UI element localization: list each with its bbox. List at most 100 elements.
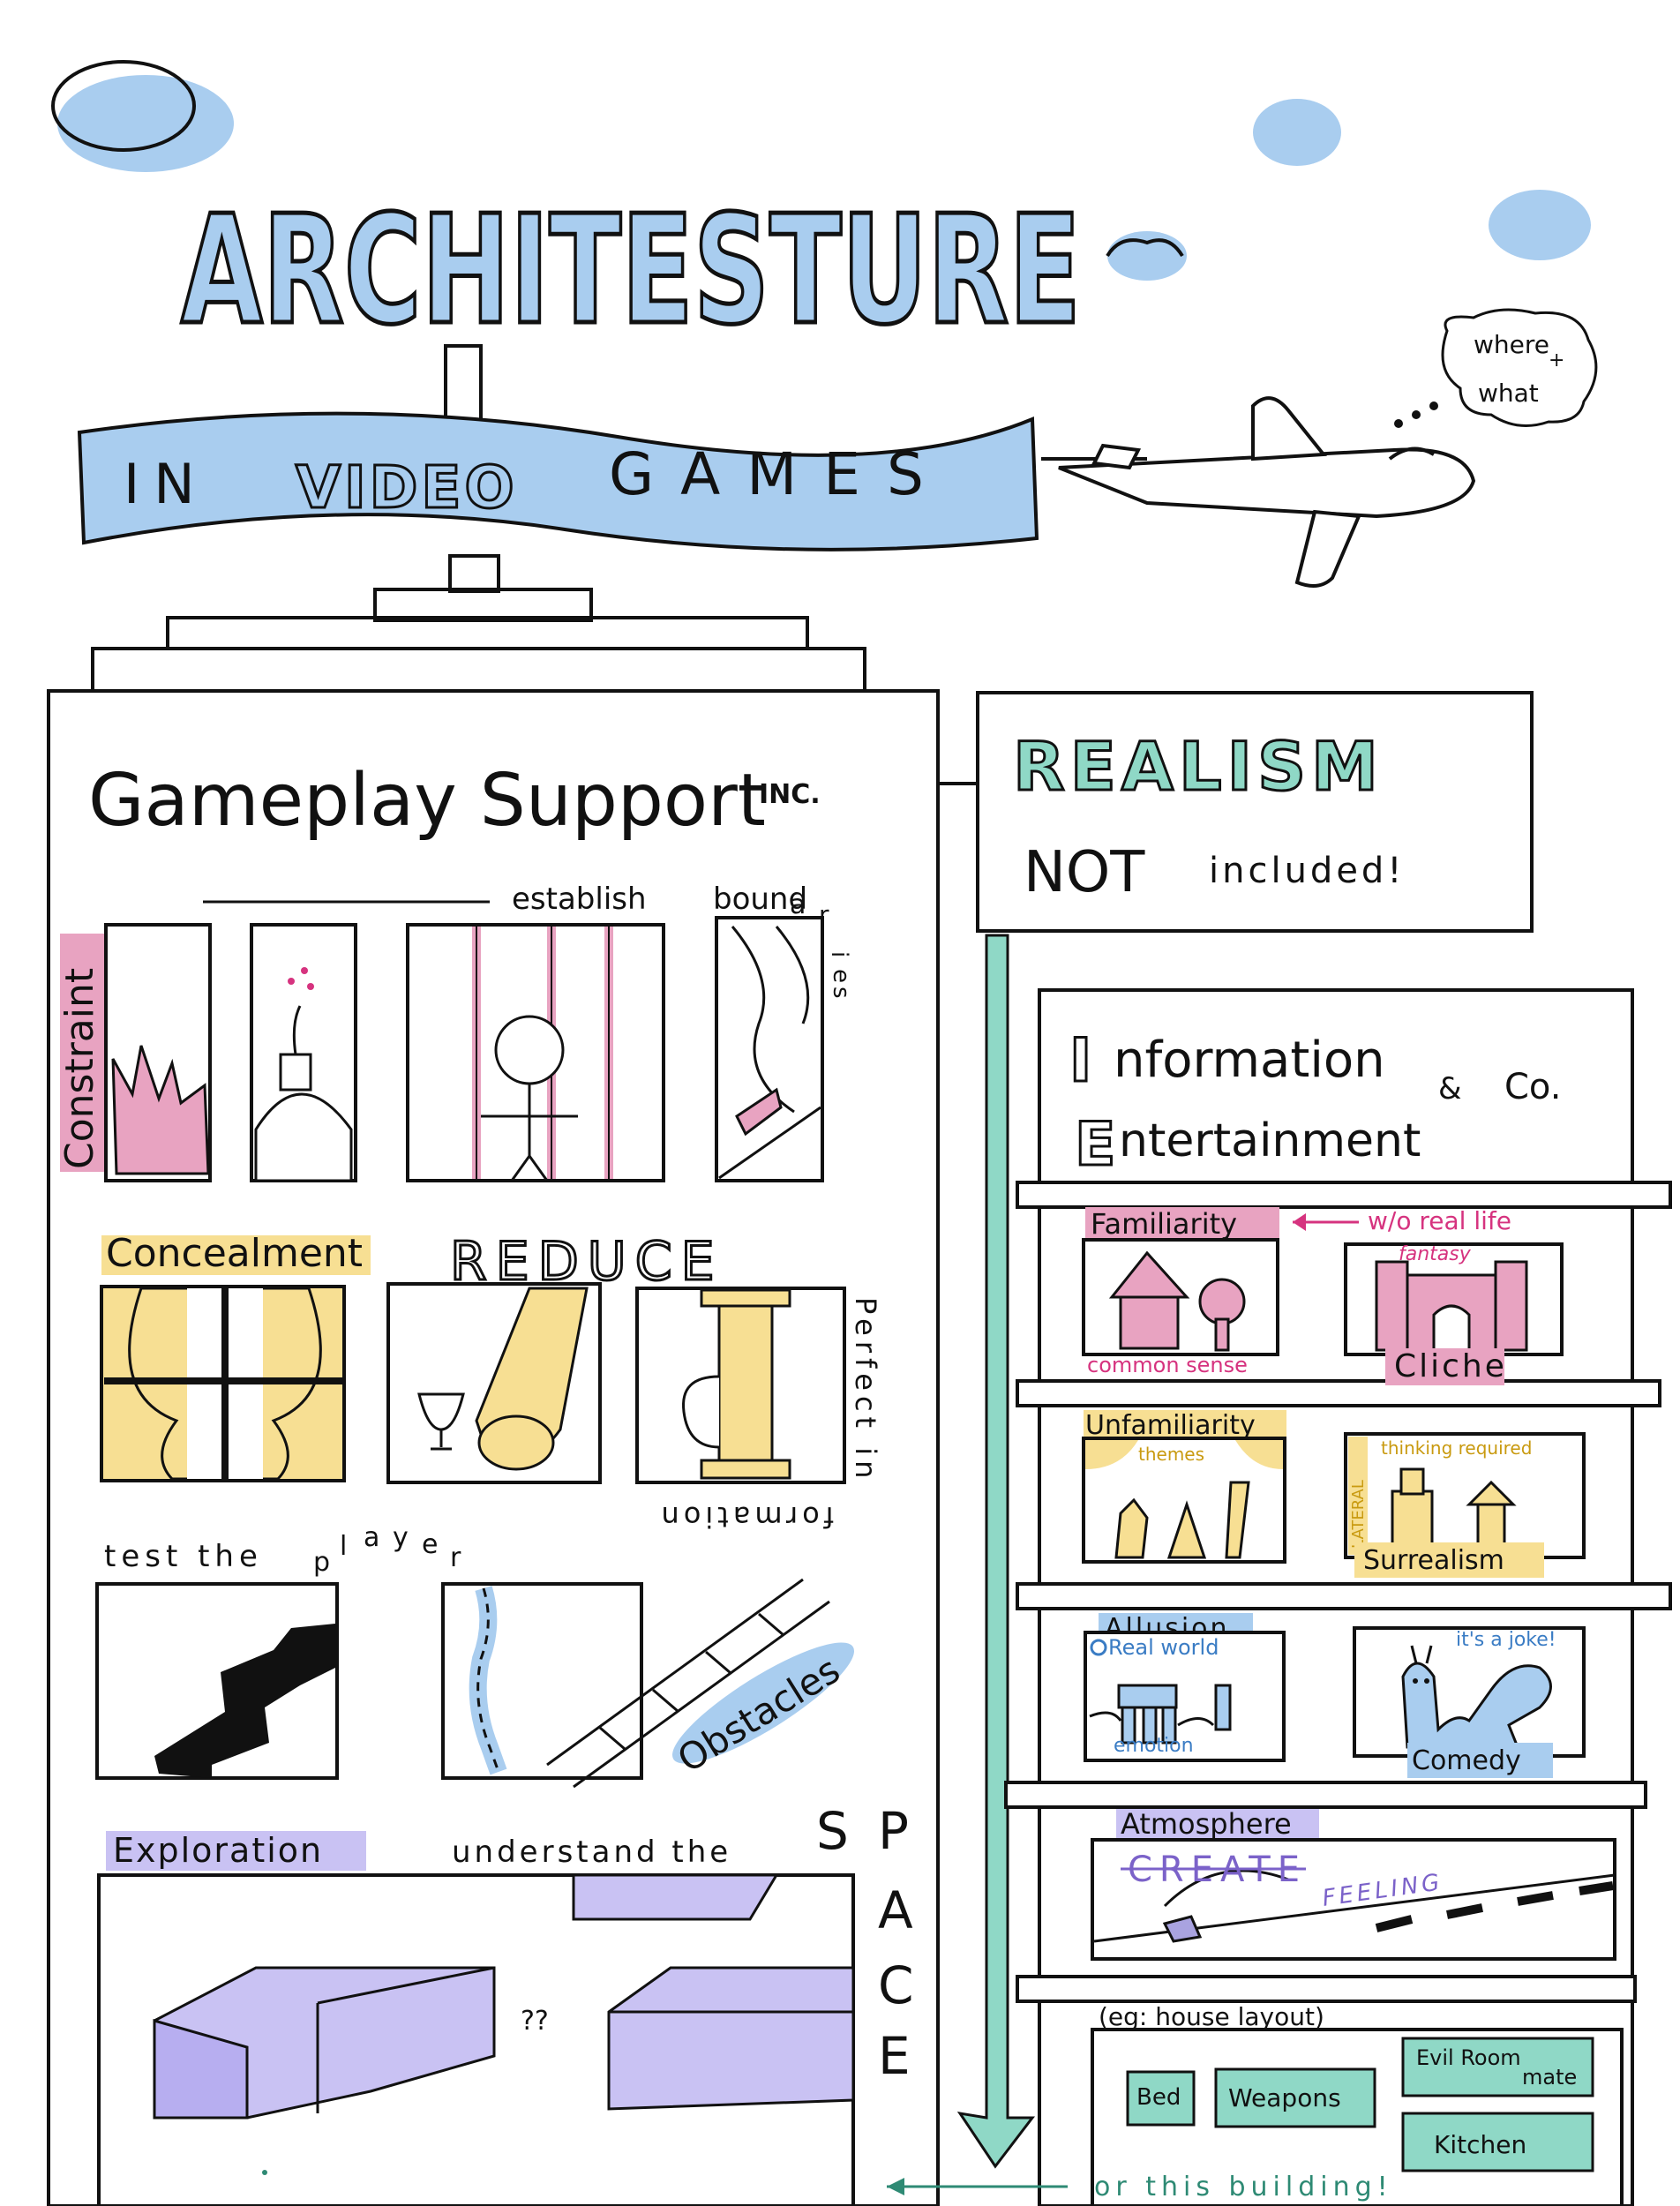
common-sense-text: common sense	[1087, 1353, 1248, 1377]
surrealism-highlight	[1354, 1542, 1544, 1578]
airplane-icon	[1058, 396, 1476, 588]
thought-plus: +	[1549, 349, 1564, 371]
cliche-label: Cliche	[1394, 1348, 1507, 1384]
boundaries-s: s	[828, 987, 854, 999]
player-p: p	[313, 1547, 330, 1578]
familiarity-arrowhead	[1293, 1213, 1306, 1231]
stray-dot	[262, 2170, 267, 2175]
main-title: ARCHITESTURE	[181, 184, 1081, 358]
window-real-world	[1084, 1631, 1286, 1762]
window-spotlight	[386, 1282, 602, 1484]
room-kitchen: Kitchen	[1434, 2130, 1526, 2159]
concealment-highlight	[101, 1235, 371, 1275]
player-a: a	[364, 1522, 379, 1553]
banner-games-text: GAMES	[609, 440, 950, 508]
test-the-text: test the	[104, 1539, 263, 1574]
building-roof	[91, 554, 866, 693]
video-games-banner	[77, 411, 1039, 552]
comedy-highlight	[1407, 1743, 1553, 1778]
player-e: e	[422, 1529, 438, 1560]
emotion-text: emotion	[1114, 1735, 1194, 1757]
lateral-text: LATERAL	[1349, 1480, 1368, 1549]
and-co-text: Co.	[1504, 1067, 1561, 1107]
player-r: r	[450, 1542, 461, 1573]
fantasy-text: fantasy	[1399, 1243, 1472, 1265]
obstacles-highlight	[671, 1642, 855, 1764]
understand-text: understand the	[452, 1835, 731, 1870]
room-evil-room: Evil Room	[1416, 2045, 1521, 2070]
boundaries-i: i	[826, 951, 852, 957]
unfamiliarity-label: Unfamiliarity	[1085, 1410, 1256, 1441]
room-weapons: Weapons	[1228, 2083, 1341, 2112]
thought-where: where	[1474, 330, 1549, 359]
exploration-highlight	[106, 1831, 366, 1871]
realism-not: NOT	[1024, 840, 1145, 905]
entertainment-rest: ntertainment	[1119, 1114, 1421, 1167]
window-black-path	[95, 1582, 339, 1780]
cloud-top-right-icon	[1253, 99, 1341, 166]
thought-dots	[1394, 401, 1438, 428]
window-ladder	[441, 1582, 643, 1780]
cloud-right-icon	[1489, 190, 1591, 260]
window-blocks	[97, 1873, 855, 2206]
house-layout-plan	[1091, 2028, 1624, 2206]
space-s: S	[816, 1801, 849, 1861]
exploration-label: Exploration	[113, 1831, 323, 1870]
atmosphere-label: Atmosphere	[1121, 1807, 1292, 1841]
window-joke-creature	[1353, 1626, 1586, 1758]
surrealism-label: Surrealism	[1363, 1545, 1504, 1576]
gameplay-support-title: Gameplay Support	[88, 759, 766, 843]
real-life-text: w/o real life	[1368, 1206, 1511, 1235]
themes-text: themes	[1138, 1444, 1204, 1465]
window-road-car	[715, 916, 824, 1182]
perfect-info-vertical: Perfect in	[849, 1297, 882, 1483]
room-mate: mate	[1522, 2065, 1577, 2090]
footer-text: or this building!	[1094, 2172, 1393, 2202]
cliche-highlight	[1385, 1348, 1504, 1385]
boundaries-e: e	[828, 969, 854, 983]
atmosphere-highlight	[1116, 1809, 1319, 1842]
familiarity-highlight	[1085, 1207, 1279, 1242]
boundaries-a: a	[790, 889, 806, 920]
window-bomb	[250, 923, 357, 1182]
comedy-label: Comedy	[1412, 1745, 1521, 1776]
diagonal-ladder	[546, 1578, 830, 1789]
constraint-label: Constraint	[57, 968, 102, 1169]
window-house-tree	[1082, 1238, 1279, 1356]
window-themes	[1082, 1437, 1286, 1564]
floor-slabs	[1004, 1181, 1672, 2003]
constraint-highlight	[60, 934, 106, 1172]
entertainment-initial: E	[1075, 1110, 1115, 1180]
formation-upside-down: formation	[656, 1500, 834, 1534]
window-pillar	[635, 1287, 846, 1484]
establish-text: establish	[512, 882, 647, 917]
concealment-label: Concealment	[106, 1231, 363, 1276]
real-world-text: Real world	[1108, 1635, 1219, 1660]
player-y: y	[393, 1522, 409, 1553]
room-bed: Bed	[1136, 2084, 1181, 2111]
gameplay-support-inc: INC.	[759, 779, 821, 810]
banner-video-text: VIDEO	[296, 454, 518, 521]
space-p: P	[878, 1801, 909, 1861]
its-a-joke-text: it's a joke!	[1456, 1629, 1556, 1651]
cloud-small-icon	[1106, 231, 1187, 281]
window-castle	[1344, 1242, 1564, 1356]
space-c: C	[878, 1955, 914, 2015]
cloud-top-left-icon	[51, 60, 234, 172]
banner-in-text: IN	[124, 452, 209, 516]
realism-title: REALISM	[1013, 727, 1384, 806]
thinking-required-text: thinking required	[1381, 1437, 1532, 1459]
info-rest: nformation	[1114, 1032, 1385, 1089]
and-co-amp: &	[1438, 1071, 1462, 1107]
player-l: l	[340, 1531, 347, 1562]
elevator-arrow	[956, 934, 1036, 2169]
boundaries-text: bound	[713, 882, 807, 917]
footer-arrowhead	[887, 2178, 904, 2195]
window-jail	[406, 923, 665, 1182]
exploration-question: ??	[521, 2006, 549, 2037]
thought-what: what	[1478, 379, 1539, 408]
space-a: A	[878, 1880, 913, 1940]
house-layout-text: (eg: house layout)	[1099, 2002, 1324, 2031]
window-fire	[104, 923, 212, 1182]
